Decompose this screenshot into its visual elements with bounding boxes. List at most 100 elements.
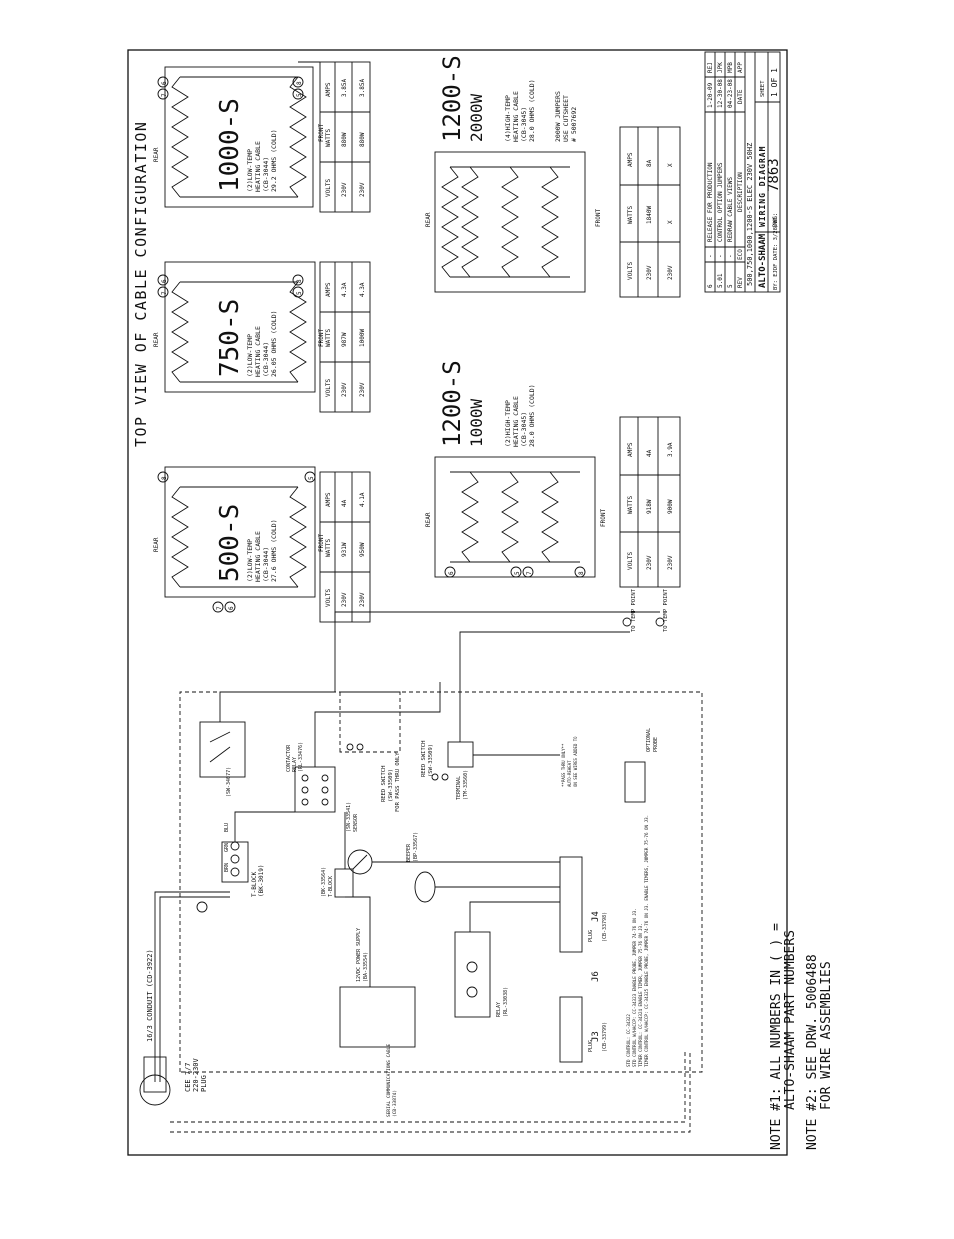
contactor-label: CONTACTOR bbox=[286, 744, 292, 772]
heater-750s-frame bbox=[164, 261, 316, 393]
heater-1200s-1000w-model: 1200-S bbox=[438, 360, 466, 447]
heater-1000s-front-label: FRONT bbox=[318, 124, 325, 142]
col-amps: AMPS bbox=[325, 492, 332, 507]
heater-1200s-1000w-cable-line4: 28.0 OHMS (COLD) bbox=[528, 384, 536, 447]
wire-color-blu: BLU bbox=[224, 823, 230, 832]
terminal-5: 5 bbox=[514, 571, 521, 575]
control-note-1: STD CONTROL: CC-34322 bbox=[626, 1014, 631, 1067]
heater-500s-frame bbox=[164, 466, 316, 598]
conduit-label: 16/3 CONDUIT (CD-3922) bbox=[146, 949, 154, 1042]
heater-500s-cable-line1: (2)LOW-TEMP bbox=[246, 539, 254, 582]
cell: 4.1A bbox=[359, 492, 366, 507]
note-1-line: NOTE #1: ALL NUMBERS IN ( ) = bbox=[769, 923, 784, 1150]
heater-1200s-2000w-front-label: FRONT bbox=[595, 209, 602, 227]
col-watts: WATTS bbox=[627, 206, 634, 224]
col-volts: VOLTS bbox=[325, 179, 332, 197]
cell: 230V bbox=[341, 592, 348, 607]
sensor: (SN-33541) SENSOR bbox=[346, 802, 373, 875]
terminal-label: TERMINAL bbox=[456, 776, 462, 800]
terminal-strip: TERMINAL (TM-33560) bbox=[447, 741, 474, 800]
landscape-content: TOP VIEW OF CABLE CONFIGURATION 1000-S (… bbox=[132, 51, 782, 1133]
title-block-frame bbox=[704, 51, 781, 293]
cell: 230V bbox=[359, 382, 366, 397]
eco-cell: - bbox=[727, 254, 734, 258]
terminal-7: 7 bbox=[216, 606, 223, 610]
heater-1200s-2000w-cable-line4: 28.0 OHMS (COLD) bbox=[528, 79, 536, 142]
cell: X bbox=[667, 163, 674, 167]
control-note-4: TIMER CONTROL W/HACCP: CC-34325 ENABLE P… bbox=[644, 815, 649, 1067]
heater-1200s-1000w: 1200-S 1000W (2)HIGH-TEMP HEATING CABLE … bbox=[425, 360, 607, 578]
dwg-label: DWG: bbox=[772, 213, 779, 227]
terminal-7: 7 bbox=[526, 571, 533, 575]
terminal-6: 6 bbox=[161, 81, 168, 85]
heater-750s-cable-line1: (2)LOW-TEMP bbox=[246, 334, 254, 377]
col-watts: WATTS bbox=[627, 496, 634, 514]
contactor-relay: CONTACTOR RELAY (RL-33476) bbox=[286, 742, 336, 813]
heater-1200s-1000w-rear-label: REAR bbox=[425, 512, 432, 527]
app-cell: REJ bbox=[707, 62, 714, 73]
heater-500s: 500-S (2)LOW-TEMP HEATING CABLE (CB-3044… bbox=[153, 466, 325, 613]
heater-750s-cable-line2: HEATING CABLE bbox=[254, 326, 262, 377]
probe-label: OPTIONAL bbox=[646, 728, 652, 752]
date-header: DATE bbox=[737, 89, 744, 104]
heater-1200s-1000w-cable-line3: (CB-3045) bbox=[520, 412, 528, 447]
plug-label-1: CEE 7/7 bbox=[184, 1062, 192, 1092]
rev-header: REV bbox=[737, 277, 744, 288]
heater-750s-model: 750-S bbox=[215, 299, 245, 377]
rev-cell: 5 bbox=[727, 284, 734, 288]
plug-icon bbox=[139, 1074, 171, 1106]
terminal-6: 6 bbox=[448, 571, 455, 575]
relay-label: RELAY bbox=[496, 1002, 502, 1017]
heater-1000s-cable bbox=[171, 76, 189, 198]
document-title: WIRING DIAGRAM bbox=[758, 146, 767, 227]
cell: 880W bbox=[341, 132, 348, 147]
col-amps: AMPS bbox=[627, 442, 634, 457]
heater-1200s-2000w: 1200-S 2000W (4)HIGH-TEMP HEATING CABLE … bbox=[425, 55, 602, 293]
plug-label-3: PLUG bbox=[200, 1075, 208, 1092]
heater-1000s-frame bbox=[164, 66, 314, 208]
beeper-label: BEEPER bbox=[406, 843, 412, 862]
cell: 880W bbox=[359, 132, 366, 147]
cell: 987W bbox=[341, 332, 348, 347]
col-volts: VOLTS bbox=[627, 262, 634, 280]
contactor-label-2: RELAY bbox=[292, 757, 298, 772]
col-watts: WATTS bbox=[325, 129, 332, 147]
serial-cable-part: (CB-33874) bbox=[392, 1090, 398, 1117]
heater-1200s-2000w-model: 1200-S bbox=[438, 55, 466, 142]
col-watts: WATTS bbox=[325, 329, 332, 347]
cell: 3.9A bbox=[667, 442, 674, 457]
pass-thru-note-3: ON SEE WIRES ADDED TO bbox=[573, 736, 578, 787]
spec-table-1200s-2000w: VOLTS WATTS AMPS 230V 1840W 8A 230V X X bbox=[619, 126, 681, 298]
j6-label: J6 bbox=[591, 971, 601, 982]
desc-cell: CONTROL OPTION JUMPERS bbox=[717, 162, 724, 242]
reed-part: (SW-33509) bbox=[388, 769, 394, 802]
heater-750s-cable-line4: 26.05 OHMS (COLD) bbox=[270, 310, 278, 377]
drawing-border bbox=[127, 49, 788, 1156]
heater-1200s-2000w-note3: # 5007692 bbox=[570, 107, 578, 142]
cell: 230V bbox=[667, 555, 674, 570]
terminal-8: 8 bbox=[161, 476, 168, 480]
psu-part: (BA-33554) bbox=[363, 952, 369, 982]
desc-cell: RELEASE FOR PRODUCTION bbox=[707, 162, 714, 242]
cell: 230V bbox=[341, 182, 348, 197]
cell: 230V bbox=[646, 265, 653, 280]
date-cell: 04-23-08 bbox=[727, 79, 734, 108]
cell: 4A bbox=[341, 499, 348, 507]
tblock-2: (BK-33564) T-BLOCK bbox=[321, 867, 354, 898]
serial-cable: SERIAL COMMUNICATIONS CABLE (CB-33874) bbox=[170, 1044, 691, 1133]
reed-label: REED SWITCH bbox=[381, 766, 387, 802]
heater-750s-cable-line3: (CB-3044) bbox=[262, 342, 270, 377]
cell: 230V bbox=[646, 555, 653, 570]
connector-j3: J3 PLUG (CB-33799) bbox=[559, 996, 608, 1063]
heater-1200s-2000w-power: 2000W bbox=[467, 93, 486, 142]
cell: 230V bbox=[359, 592, 366, 607]
eco-header: ECO bbox=[737, 249, 744, 260]
heater-1000s: 1000-S (2)LOW-TEMP HEATING CABLE (CB-304… bbox=[153, 61, 325, 208]
cell: 4.3A bbox=[359, 282, 366, 297]
desc-header: DESCRIPTION bbox=[737, 172, 744, 212]
heater-1200s-2000w-note2: USE CUTSHEET bbox=[562, 95, 570, 142]
terminal-5: 5 bbox=[296, 291, 303, 295]
dwg-number: 7863 bbox=[766, 158, 782, 192]
col-volts: VOLTS bbox=[627, 552, 634, 570]
